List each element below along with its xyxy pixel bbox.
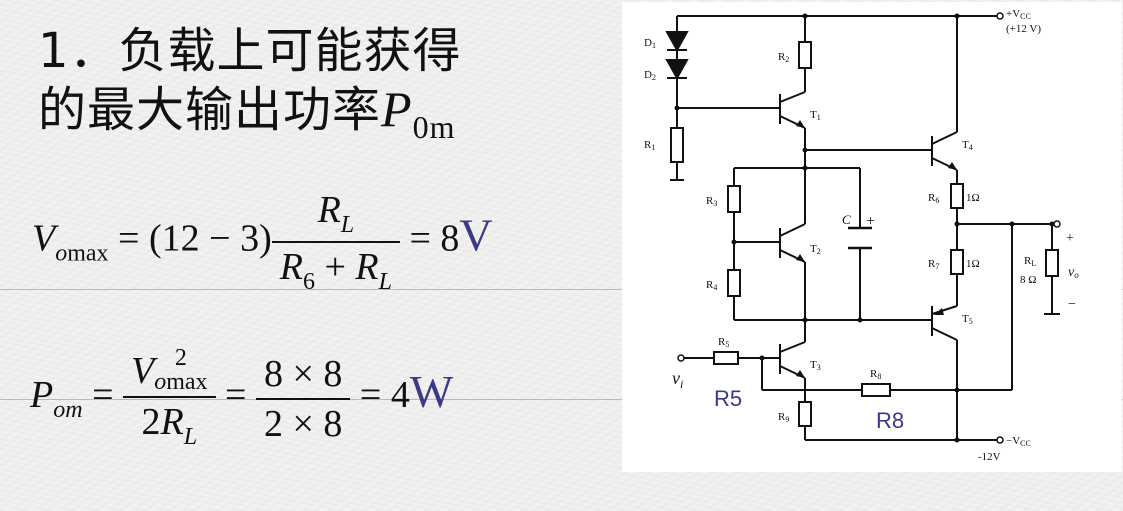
resistor-r5-icon [713,351,739,365]
cap-label: C [842,212,851,227]
title-power-sub: 0m [412,109,456,145]
circuit-diagram: +VCC (+12 V) −VCC -12V D1 D2 R1 R2 R3 R4… [622,2,1122,472]
r9-label: R9 [778,411,789,424]
r5-annotation: R5 [714,386,742,411]
capacitor-c-icon [848,226,872,250]
eq2-numerator-2: 8 × 8 [263,352,343,395]
t3-arrow-icon [796,370,805,378]
eq2-unit: W [409,366,454,418]
vo-terminal [1053,220,1061,228]
t1-arrow-icon [796,120,805,128]
r6-label: R6 [928,192,939,205]
t4-label: T4 [962,139,973,152]
eq1-lhs-sub2: max [67,240,109,267]
d2-label: D2 [644,69,656,82]
eq2-denominator-2: 2 × 8 [255,397,351,446]
eq1-lhs-sub: o [55,240,68,267]
t4-arrow-icon [948,162,957,170]
resistor-r2-icon [798,41,812,69]
eq2-equals-1: = [92,374,114,417]
t1-label: T1 [810,109,821,122]
resistor-r1-icon [670,127,684,163]
vo-plus-label: + [1066,231,1074,246]
vcc-neg-label: −VCC [1006,435,1031,448]
rl-label: RL [1024,255,1036,268]
vcc-pos-terminal [996,12,1004,20]
title-line-2-text: 的最大输出功率 [38,82,382,138]
eq2-denominator-1: 2RL [123,396,216,451]
r5-label: R5 [718,336,729,349]
resistor-r4-icon [727,269,741,297]
resistor-r3-icon [727,185,741,213]
resistor-rl-icon [1045,249,1059,277]
r7-label: R7 [928,258,939,271]
junctions [674,13,1055,443]
vcc-pos-label: +VCC [1006,8,1031,21]
vcc-neg-value: -12V [978,451,1001,463]
diodes [665,31,689,94]
vi-terminal [677,354,685,362]
circuit-svg: +VCC (+12 V) −VCC -12V D1 D2 R1 R2 R3 R4… [644,8,1079,463]
r7-value: 1Ω [966,258,980,270]
r3-label: R3 [706,195,717,208]
r2-label: R2 [778,51,789,64]
eq1-lhs-var: V [32,217,56,260]
resistor-r9-icon [798,401,812,427]
t5-arrow-icon [934,308,944,315]
eq1-coef: (12 − 3) [148,217,272,260]
eq1-numerator: RL [317,189,355,238]
cap-plus-label: + [866,213,875,230]
eq1-unit: V [459,209,493,261]
eq2-lhs-var: P [30,374,54,417]
resistor-r8-icon [861,383,891,397]
diode-d2-icon [665,59,689,81]
diode-d1-icon [665,31,689,53]
resistors [670,41,1059,427]
vi-label: vi [672,368,683,391]
eq1-equals-2: = [409,217,431,260]
vo-label: vo [1068,265,1079,280]
title-line-1: 1．负载上可能获得 [38,23,462,79]
vo-minus-label: − [1068,297,1076,312]
t2-arrow-icon [796,254,805,262]
eq2-equals-2: = [225,374,247,417]
vcc-neg-terminal [996,436,1004,444]
eq2-equals-3: = [359,374,382,417]
eq1-result: 8 [440,217,460,260]
emitter-arrows [796,120,957,378]
slide-title: 1．负载上可能获得 的最大输出功率P0m [38,22,598,156]
rl-value: 8 Ω [1020,274,1036,286]
title-power-var: P [381,81,413,137]
r6-value: 1Ω [966,192,980,204]
eq2-lhs-sub: om [53,397,83,424]
t3-label: T3 [810,359,821,372]
title-line-2: 的最大输出功率P0m [38,80,598,156]
d1-label: D1 [644,37,656,50]
terminals [677,12,1061,444]
resistor-r7-icon [950,249,964,275]
vcc-pos-value: (+12 V) [1006,23,1041,35]
resistor-r6-icon [950,183,964,209]
t2-label: T2 [810,243,821,256]
r8-label: R8 [870,368,881,381]
r8-annotation: R8 [876,408,904,433]
r4-label: R4 [706,279,717,292]
slide-rule-bottom [0,399,1123,400]
r1-label: R1 [644,139,655,152]
eq1-equals-1: = [118,217,140,260]
slide-rule-top [0,289,1123,290]
t5-label: T5 [962,313,973,326]
eq1-denominator: R6 + RL [271,241,400,296]
eq2-result: 4 [390,374,410,417]
